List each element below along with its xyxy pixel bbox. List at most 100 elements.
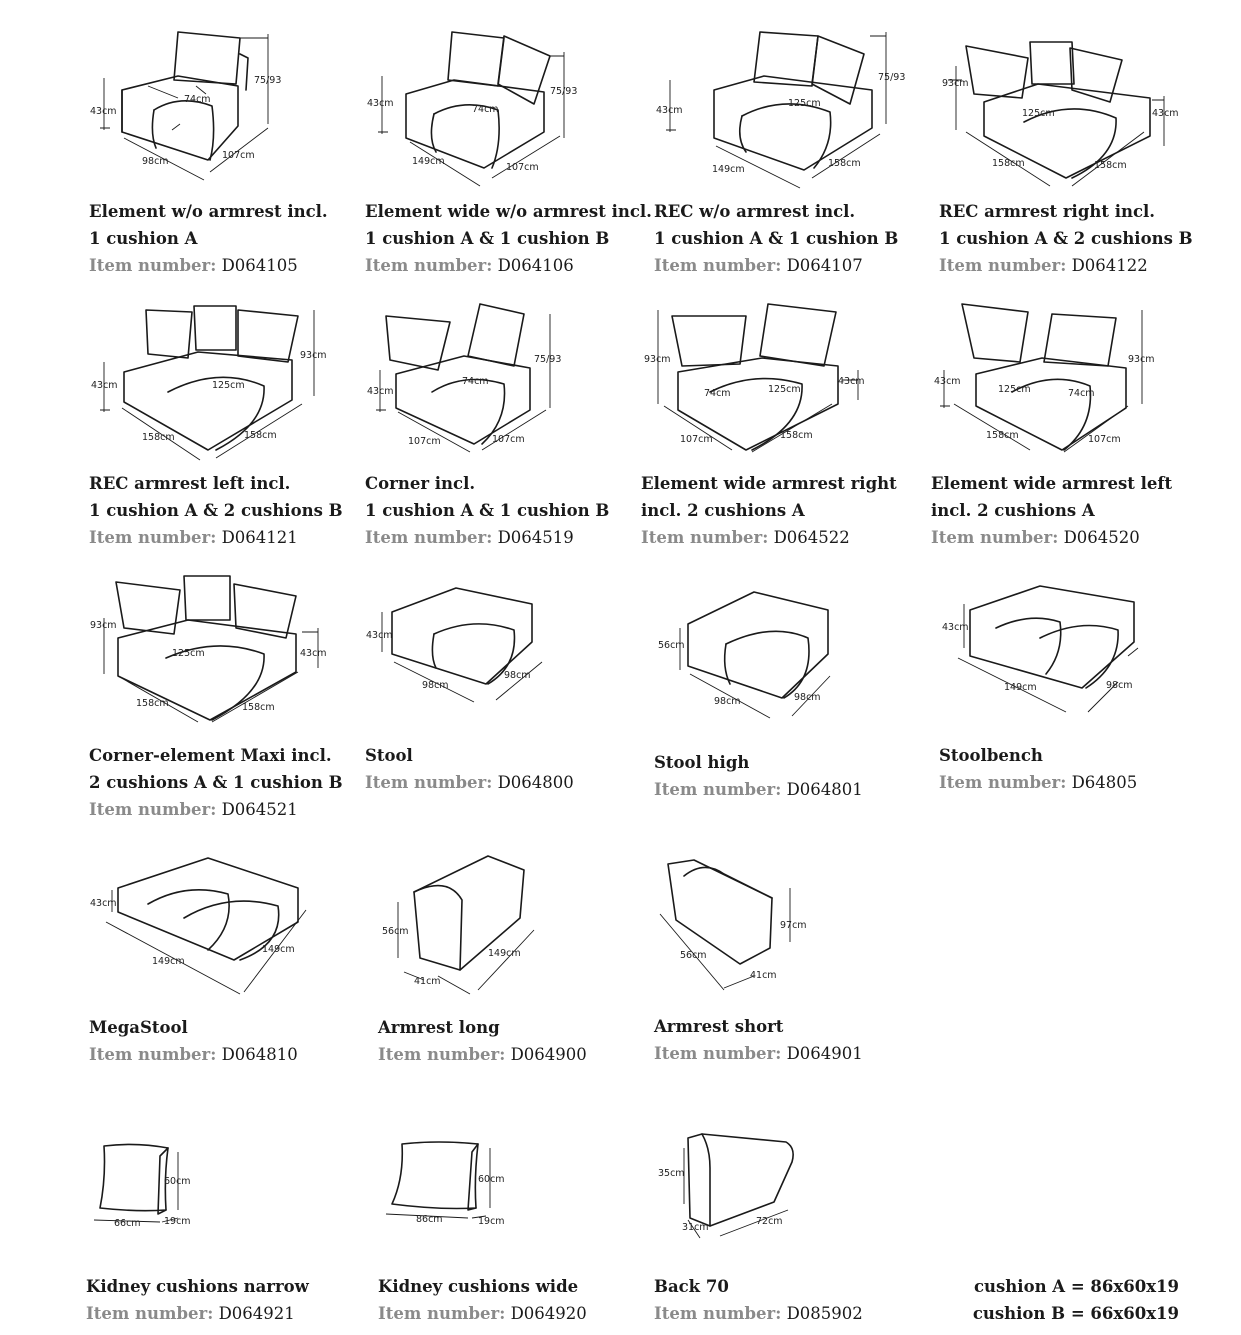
dim-label: 19cm	[164, 1216, 191, 1227]
dim-label: 107cm	[680, 434, 713, 445]
dim-label: 66cm	[114, 1218, 141, 1229]
sofa-drawing: 93cm 43cm 74cm 125cm 107cm 158cm	[642, 300, 882, 464]
dim-label: 107cm	[506, 162, 539, 173]
sofa-drawing: 93cm 43cm 125cm 158cm 158cm	[88, 300, 338, 474]
dim-label: 125cm	[1022, 108, 1055, 119]
product-title: Corner-element Maxi incl.	[89, 746, 332, 765]
cushion-b-size: cushion B = 66x60x19	[972, 1304, 1179, 1323]
product-title: REC w/o armrest incl.	[654, 202, 856, 221]
product-subtitle: 1 cushion A & 1 cushion B	[365, 229, 610, 248]
sofa-drawing: 75/93 43cm 74cm 98cm 107cm	[88, 28, 281, 197]
item-number: Item number: D064121	[89, 528, 298, 547]
dim-label: 93cm	[644, 354, 671, 365]
dim-label: 60cm	[478, 1174, 505, 1185]
item-number: Item number: D064521	[89, 800, 298, 819]
dim-label: 107cm	[408, 436, 441, 447]
dim-label: 43cm	[300, 648, 327, 659]
item-number: Item number: D64805	[939, 773, 1138, 792]
item-number: Item number: D064105	[89, 256, 298, 275]
dim-label: 75/93	[254, 75, 281, 86]
dim-label: 75/93	[878, 72, 905, 83]
dim-label: 56cm	[658, 640, 685, 651]
cushion-drawing: 60cm 66cm 19cm	[86, 1138, 246, 1242]
dim-label: 98cm	[794, 692, 821, 703]
dim-label: 98cm	[504, 670, 531, 681]
product-title: Stool	[365, 746, 413, 765]
dim-label: 158cm	[136, 698, 169, 709]
product-title: Armrest short	[654, 1017, 784, 1036]
sofa-drawing: 75/93 43cm 74cm 149cm 107cm	[364, 28, 584, 202]
product-subtitle: 1 cushion A	[89, 229, 198, 248]
dim-label: 75/93	[534, 354, 561, 365]
dim-label: 43cm	[838, 376, 865, 387]
dim-label: 93cm	[1128, 354, 1155, 365]
dim-label: 43cm	[91, 380, 118, 391]
sofa-drawing: 75/93 43cm 125cm 149cm 158cm	[654, 28, 905, 192]
sofa-drawing: 93cm 43cm 125cm 158cm 158cm	[940, 36, 1190, 200]
dim-label: 43cm	[90, 898, 117, 909]
dim-label: 41cm	[414, 976, 441, 987]
dim-label: 56cm	[382, 926, 409, 937]
item-number: Item number: D064519	[365, 528, 574, 547]
product-title: Stoolbench	[939, 746, 1043, 765]
dim-label: 74cm	[462, 376, 489, 387]
sofa-drawing: 93cm 43cm 125cm 74cm 158cm 107cm	[932, 300, 1162, 464]
armrest-drawing: 56cm 41cm 149cm	[378, 848, 578, 1012]
dim-label: 74cm	[472, 104, 499, 115]
dim-label: 75/93	[550, 86, 577, 97]
dim-label: 107cm	[1088, 434, 1121, 445]
item-number: Item number: D064122	[939, 256, 1148, 275]
item-number: Item number: D064921	[86, 1304, 295, 1323]
product-title: Element wide armrest right	[641, 474, 897, 493]
dim-label: 125cm	[788, 98, 821, 109]
product-subtitle: 1 cushion A & 1 cushion B	[365, 501, 610, 520]
dim-label: 35cm	[658, 1168, 685, 1179]
dim-label: 158cm	[828, 158, 861, 169]
dim-label: 74cm	[704, 388, 731, 399]
dim-label: 43cm	[656, 105, 683, 116]
product-subtitle: 2 cushions A & 1 cushion B	[89, 773, 343, 792]
dim-label: 74cm	[1068, 388, 1095, 399]
cushion-drawing: 60cm 86cm 19cm	[378, 1138, 538, 1242]
cushion-a-size: cushion A = 86x60x19	[973, 1277, 1179, 1296]
dim-label: 93cm	[942, 78, 969, 89]
item-number: Item number: D064800	[365, 773, 574, 792]
dim-label: 60cm	[164, 1176, 191, 1187]
dim-label: 41cm	[750, 970, 777, 981]
product-title: Element wide armrest left	[931, 474, 1173, 493]
dim-label: 125cm	[172, 648, 205, 659]
dim-label: 98cm	[142, 156, 169, 167]
item-number: Item number: D064900	[378, 1045, 587, 1064]
item-number: Item number: D064801	[654, 780, 863, 799]
stool-drawing: 43cm 149cm 98cm	[940, 582, 1160, 726]
dim-label: 149cm	[488, 948, 521, 959]
armrest-drawing: 56cm 97cm 41cm	[654, 852, 834, 1006]
dim-label: 19cm	[478, 1216, 505, 1227]
dim-label: 158cm	[244, 430, 277, 441]
stool-drawing: 43cm 98cm 98cm	[364, 582, 564, 716]
item-number: Item number: D064810	[89, 1045, 298, 1064]
dim-label: 43cm	[90, 106, 117, 117]
product-title: Armrest long	[378, 1018, 500, 1037]
item-number: Item number: D064520	[931, 528, 1140, 547]
item-number: Item number: D064920	[378, 1304, 587, 1323]
product-title: MegaStool	[89, 1018, 188, 1037]
product-title: Back 70	[654, 1277, 729, 1296]
dim-label: 43cm	[366, 630, 393, 641]
product-subtitle: 1 cushion A & 1 cushion B	[654, 229, 899, 248]
dim-label: 31cm	[682, 1222, 709, 1233]
dim-label: 107cm	[492, 434, 525, 445]
product-title: Element wide w/o armrest incl.	[365, 202, 652, 221]
dim-label: 149cm	[1004, 682, 1037, 693]
dim-label: 98cm	[1106, 680, 1133, 691]
dim-label: 125cm	[212, 380, 245, 391]
dim-label: 98cm	[714, 696, 741, 707]
dim-label: 56cm	[680, 950, 707, 961]
item-number: Item number: D064901	[654, 1044, 863, 1063]
dim-label: 86cm	[416, 1214, 443, 1225]
dim-label: 158cm	[780, 430, 813, 441]
dim-label: 125cm	[768, 384, 801, 395]
product-title: Kidney cushions narrow	[86, 1277, 309, 1296]
dim-label: 43cm	[1152, 108, 1179, 119]
sofa-drawing: 93cm 43cm 125cm 158cm 158cm	[88, 572, 338, 736]
